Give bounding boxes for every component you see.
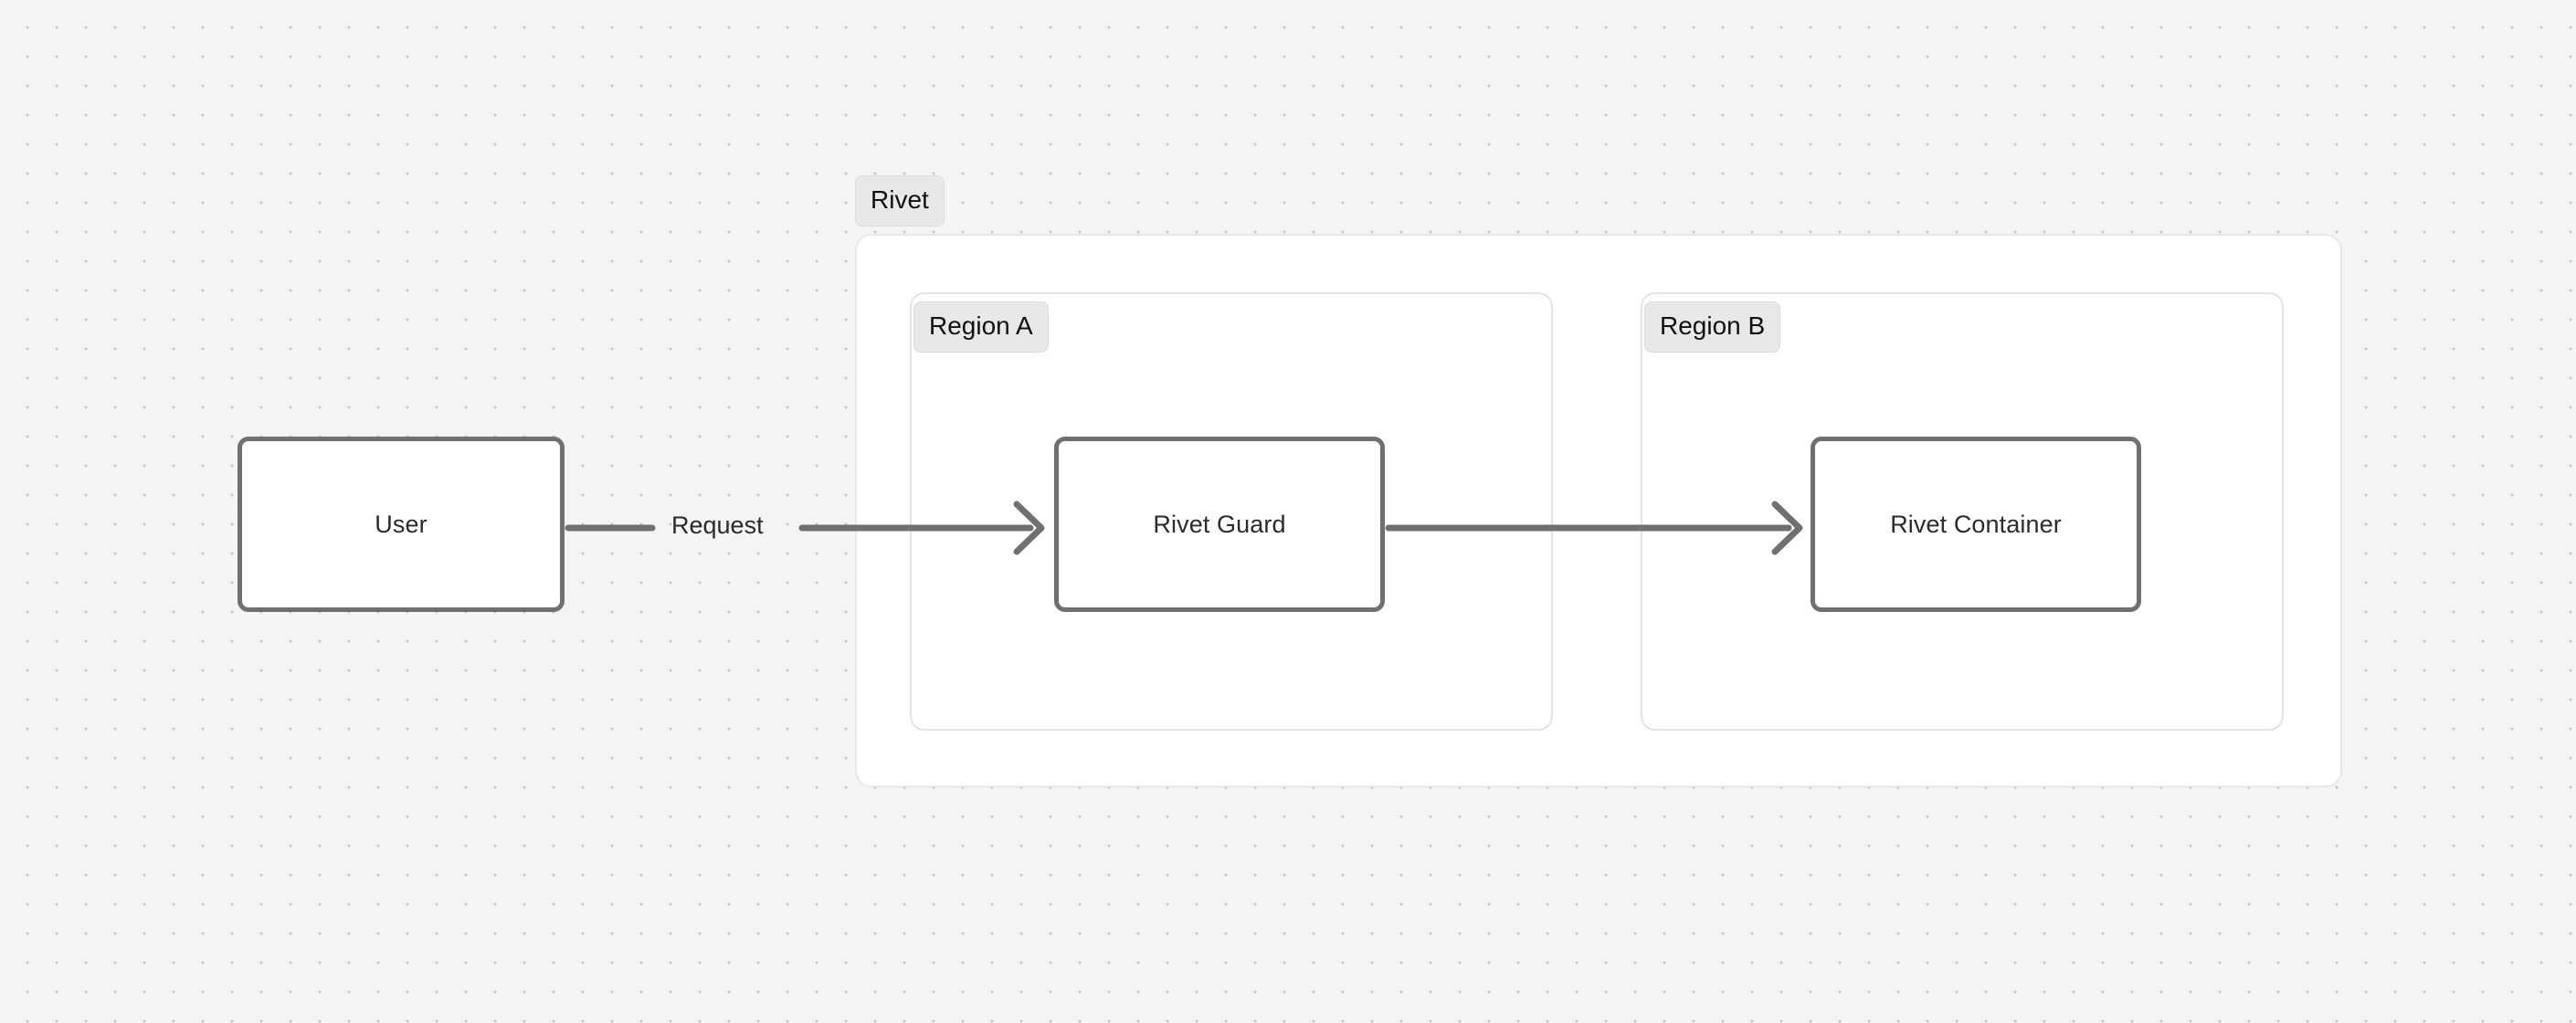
group-label-region-b[interactable]: Region B [1644,301,1781,353]
node-user[interactable]: User [238,437,565,612]
group-label-region-a[interactable]: Region A [913,301,1049,353]
node-label-rivet-guard: Rivet Guard [1153,510,1286,538]
edge-label-request[interactable]: Request [671,512,764,539]
node-rivet-container[interactable]: Rivet Container [1811,437,2141,612]
node-rivet-guard[interactable]: Rivet Guard [1054,437,1385,612]
node-label-user: User [375,510,428,538]
group-label-rivet[interactable]: Rivet [855,175,945,227]
node-label-rivet-container: Rivet Container [1890,510,2062,538]
